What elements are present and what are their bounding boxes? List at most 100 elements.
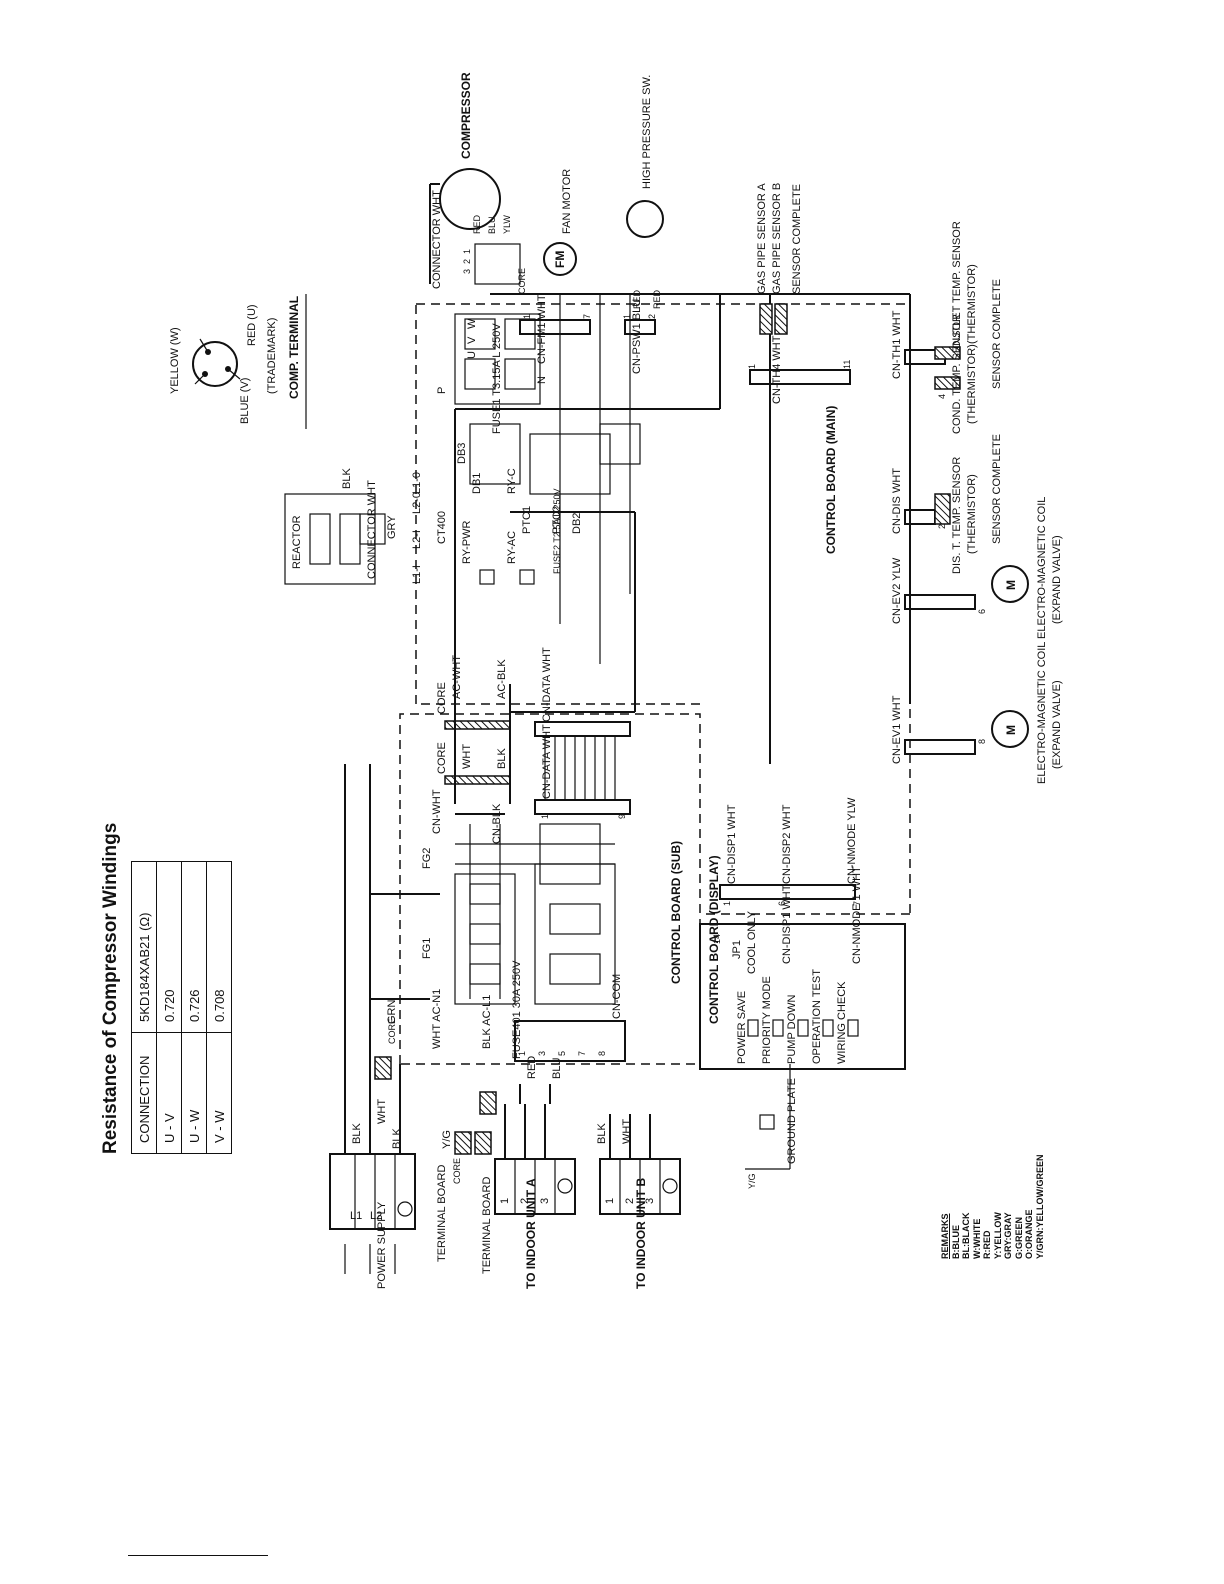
n-label: N bbox=[536, 376, 548, 384]
compressor-connector bbox=[474, 243, 521, 285]
comp-terminal-caption: COMP. TERMINAL bbox=[287, 296, 301, 399]
power-terminal-board-box bbox=[329, 1153, 416, 1230]
indoor-a-pin-2: 2 bbox=[519, 1198, 531, 1204]
sub-fg1-label: FG1 bbox=[421, 938, 433, 959]
cn-ev2-connector bbox=[904, 594, 976, 610]
dis-sensor-icon bbox=[934, 493, 951, 525]
ground-plate: GROUND PLATE Y/G bbox=[745, 1064, 798, 1189]
cn-wht-label: CN-WHT bbox=[431, 789, 443, 834]
cn-com-blu-wire: BLU bbox=[551, 1058, 563, 1079]
cn-psw1-connector bbox=[624, 319, 656, 335]
l2i-label: L2-I bbox=[411, 530, 423, 549]
cn-psw1-label: CN-PSW1 BLU bbox=[631, 299, 643, 374]
power-wire-blk: BLK bbox=[351, 1123, 363, 1144]
ry-ac-relay-icon bbox=[519, 569, 535, 585]
valve-2-symbol: M bbox=[1004, 580, 1018, 590]
comp-pin-1: 1 bbox=[462, 249, 472, 254]
cn-fm1-label: CN-FM1 WHT bbox=[536, 294, 548, 364]
cn-fm1-pin-7: 7 bbox=[582, 314, 592, 319]
comp-yellow-label: YELLOW (W) bbox=[169, 327, 181, 394]
cn-com-pin: 3 bbox=[537, 1051, 547, 1056]
sub-wht-ac-label: WHT AC-N1 bbox=[431, 989, 443, 1049]
sub-board-circuit bbox=[454, 823, 616, 1005]
l1o-label: L1-0 bbox=[411, 472, 423, 494]
reactor-assembly: REACTOR CONNECTOR WHT BLK GRY bbox=[284, 468, 398, 585]
cn-disp-pin-7: 7 bbox=[852, 901, 862, 906]
gas-sensor-a-label: GAS PIPE SENSOR A bbox=[756, 183, 768, 294]
power-terminal-board-label: TERMINAL BOARD bbox=[436, 1165, 448, 1262]
indoor-terminal-a: 1 2 3 TO INDOOR UNIT A TERMINAL BOARD bbox=[481, 1104, 576, 1289]
valve-1-label: ELECTRO-MAGNETIC COIL bbox=[1036, 642, 1048, 784]
sub-fuse-label: FUSE401 30A 250V bbox=[511, 960, 523, 1059]
cn-disp-pin-14: 14 bbox=[712, 934, 722, 944]
cn-com-pin: 8 bbox=[597, 1051, 607, 1056]
ground-plate-label: GROUND PLATE bbox=[786, 1078, 798, 1164]
switch-operation-test: OPERATION TEST bbox=[811, 969, 823, 1064]
comp-core-label: CORE bbox=[517, 268, 527, 294]
valve-motor-icon bbox=[991, 710, 1029, 748]
sub-blk-ac-label: BLK AC-L1 bbox=[481, 995, 493, 1049]
reactor-coil-icon bbox=[309, 513, 331, 565]
cn-ev1-pin-8: 8 bbox=[977, 739, 987, 744]
cn-th4-connector bbox=[749, 369, 851, 385]
db1-label: DB1 bbox=[471, 473, 483, 494]
comp-terminal-circle bbox=[192, 341, 238, 387]
cn-ev2-label: CN-EV2 YLW bbox=[891, 557, 903, 624]
ptc1-label: PTC1 bbox=[521, 506, 533, 534]
dis-thermistor-label: (THERMISTOR) bbox=[966, 474, 978, 554]
cn-com-connector bbox=[514, 1020, 626, 1062]
power-terminal-board: L1 L2 POWER SUPPLY TERMINAL BOARD BLK WH… bbox=[329, 764, 497, 1289]
w-label: W bbox=[466, 318, 478, 329]
reactor-connector-label: CONNECTOR WHT bbox=[366, 480, 378, 579]
compressor: COMPRESSOR CONNECTOR WHT RED BLU YLW 3 2… bbox=[429, 72, 527, 294]
cn-data-sub-pin-9: 9 bbox=[617, 814, 627, 819]
power-core-4 bbox=[374, 1056, 392, 1080]
ptc2-label: PTC2 bbox=[551, 506, 563, 534]
cn-fm1-pin-1: 1 bbox=[522, 314, 532, 319]
fan-motor-symbol: FM bbox=[553, 251, 567, 268]
l1i-label: L1-I bbox=[411, 565, 423, 584]
power-wire-wht: WHT bbox=[376, 1099, 388, 1124]
reactor-label: REACTOR bbox=[291, 515, 303, 569]
cn-dis-pin-2: 2 bbox=[937, 524, 947, 529]
pressure-switch-icon bbox=[626, 200, 664, 238]
power-core-label-2: CORE bbox=[387, 1018, 397, 1044]
jumper-icon bbox=[847, 1019, 859, 1037]
compressor-icon bbox=[439, 168, 501, 230]
u-label: U bbox=[466, 351, 478, 359]
comp-wire-ylw: YLW bbox=[502, 215, 512, 234]
ground-icon bbox=[397, 1201, 413, 1217]
cn-psw1-pin-2: 2 bbox=[647, 314, 657, 319]
indoor-a-pin-3: 3 bbox=[539, 1198, 551, 1204]
switch-priority-mode: PRIORITY MODE bbox=[761, 976, 773, 1064]
cn-disp1-connector bbox=[719, 884, 856, 900]
indoor-a-pin-1: 1 bbox=[499, 1198, 511, 1204]
cond-thermistor-label: (THERMISTOR) bbox=[966, 344, 978, 424]
fan-motor-label: FAN MOTOR bbox=[561, 169, 573, 234]
control-board-display: CONTROL BOARD (DISPLAY) JP1 COOL ONLY PO… bbox=[699, 797, 906, 1070]
data-wht-label: WHT bbox=[461, 744, 473, 769]
ground-yg-label: Y/G bbox=[747, 1173, 757, 1189]
cn-com-pin: 5 bbox=[557, 1051, 567, 1056]
cn-nmode-label: CN-NMODE YLW bbox=[846, 797, 858, 884]
display-board-outline bbox=[699, 923, 906, 1070]
reactor-blk-label: BLK bbox=[341, 468, 353, 489]
sub-fg2-label: FG2 bbox=[421, 848, 433, 869]
cn-nmode-b-label: CN-NMODE 1 WHT bbox=[851, 866, 863, 964]
cn-ev1-connector bbox=[904, 739, 976, 755]
compressor-label: COMPRESSOR bbox=[459, 72, 473, 159]
terminal-l2-label: L2 bbox=[370, 1210, 382, 1222]
indoor-b-wire-blk: BLK bbox=[596, 1123, 608, 1144]
fan-motor-icon bbox=[543, 242, 577, 276]
ground-icon bbox=[662, 1178, 678, 1194]
cn-com-pin: 1 bbox=[517, 1051, 527, 1056]
control-board-sub: CONTROL BOARD (SUB) FUSE401 30A 250V GRN… bbox=[370, 713, 701, 1104]
ct400-label: CT400 bbox=[436, 511, 448, 544]
indoor-b-label: TO INDOOR UNIT B bbox=[634, 1178, 648, 1289]
inverter-module bbox=[454, 313, 541, 405]
th1-sensor-complete: SENSOR COMPLETE bbox=[991, 279, 1003, 389]
jumper-icon bbox=[747, 1019, 759, 1037]
high-pressure-red-2: RED bbox=[652, 289, 662, 309]
ground-icon bbox=[557, 1178, 573, 1194]
